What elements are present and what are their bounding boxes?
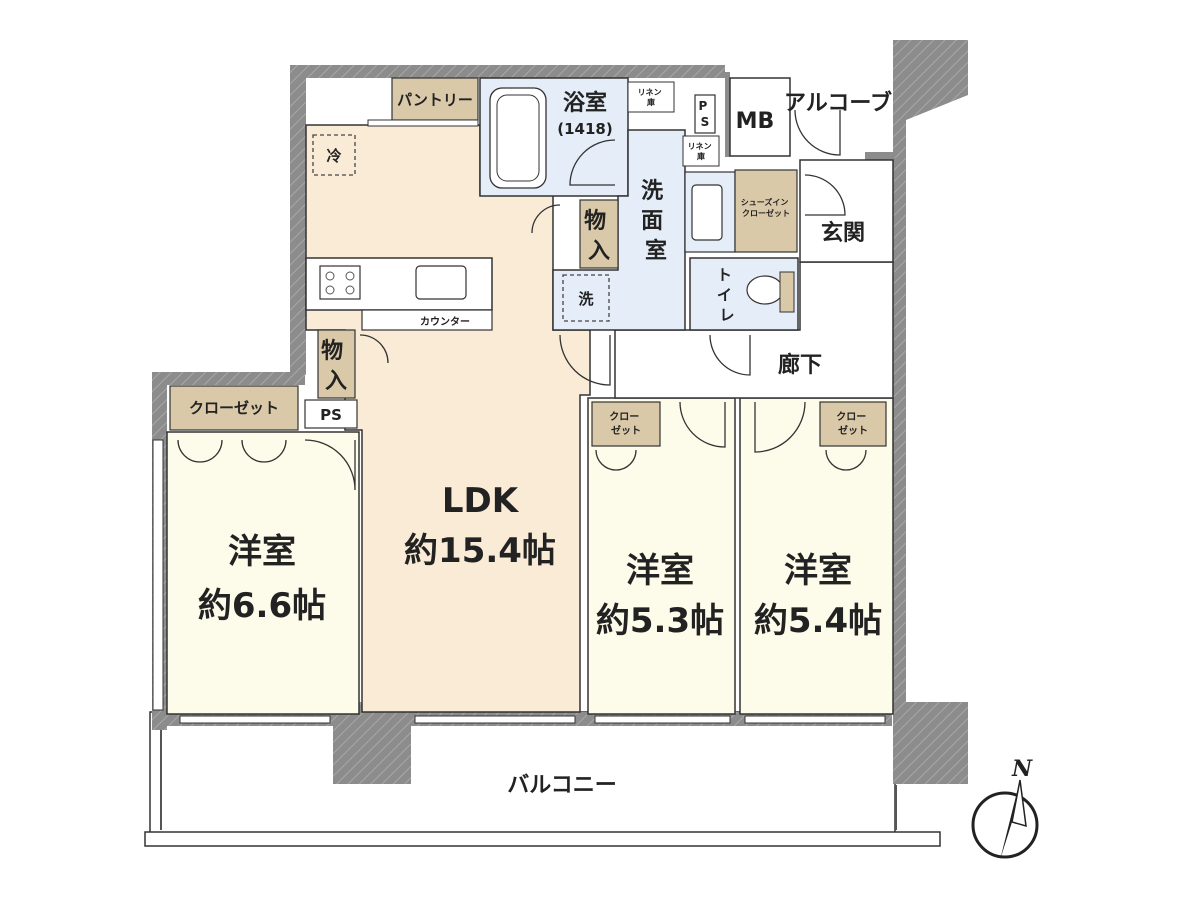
washer-label: 洗 <box>578 290 593 308</box>
closet-mid-label: クロー ゼット <box>609 411 642 437</box>
mb-box <box>729 77 791 157</box>
closet-mid <box>591 401 661 447</box>
storage-top-label: 物 入 <box>584 208 614 264</box>
fridge-label: 冷 <box>326 147 341 165</box>
western-mid-name: 洋室 <box>626 551 694 591</box>
windows <box>152 119 886 724</box>
ldk-size: 約15.4帖 <box>404 531 556 571</box>
western-mid-size: 約5.3帖 <box>596 601 724 641</box>
linen-2-label: リネン 庫 <box>688 141 715 161</box>
balcony-label: バルコニー <box>507 773 617 798</box>
western-right-size: 約5.4帖 <box>754 601 882 641</box>
shoes-closet-label: シューズイン クローゼット <box>741 197 791 218</box>
western-left-size: 約6.6帖 <box>198 586 326 626</box>
western-left-name: 洋室 <box>228 532 296 572</box>
storage-top <box>579 199 619 269</box>
bath-name: 浴室 <box>563 90 607 116</box>
closet-left <box>169 385 299 431</box>
closet-right-label: クロー ゼット <box>836 411 869 437</box>
shoes-closet <box>734 169 798 253</box>
western-right-name: 洋室 <box>784 551 852 591</box>
counter-label: カウンター <box>420 316 470 328</box>
washroom-char-1: 洗 <box>641 179 663 204</box>
fixtures <box>305 87 795 331</box>
compass-icon: N <box>971 756 1039 860</box>
balcony <box>144 711 941 847</box>
ldk-name: LDK <box>442 481 520 521</box>
bath-size: (1418) <box>557 120 612 138</box>
closet-left-label: クローゼット <box>189 399 279 417</box>
alcove-label: アルコーブ <box>784 90 892 116</box>
entrance-label: 玄関 <box>821 220 865 246</box>
ps-left-box <box>304 399 358 429</box>
pantry-label: パントリー <box>397 91 473 109</box>
hallway-label: 廊下 <box>778 352 822 378</box>
linen-1-label: リネン 庫 <box>638 87 665 107</box>
closet-right <box>819 401 887 447</box>
compass-north-label: N <box>1011 756 1033 782</box>
ps-left-label: PS <box>320 406 342 424</box>
doors <box>177 109 867 491</box>
linen-2-box <box>682 135 720 167</box>
storage-left-label: 物 入 <box>321 338 351 394</box>
room-labels: LDK 約15.4帖 洋室 約6.6帖 洋室 約5.3帖 洋室 約5.4帖 浴室… <box>189 87 892 798</box>
storage-blocks <box>169 77 887 447</box>
washroom-char-3: 室 <box>645 238 667 264</box>
storage-left <box>317 329 356 399</box>
toilet-label: ト イ レ <box>717 266 737 324</box>
ps-top-box <box>694 94 716 134</box>
linen-1-box <box>627 81 675 113</box>
floors <box>166 77 894 715</box>
mb-label: MB <box>736 109 775 134</box>
ps-top-label: P S <box>699 99 712 129</box>
washroom-char-2: 面 <box>641 209 663 234</box>
washroom-label: 洗 面 室 <box>641 179 671 264</box>
